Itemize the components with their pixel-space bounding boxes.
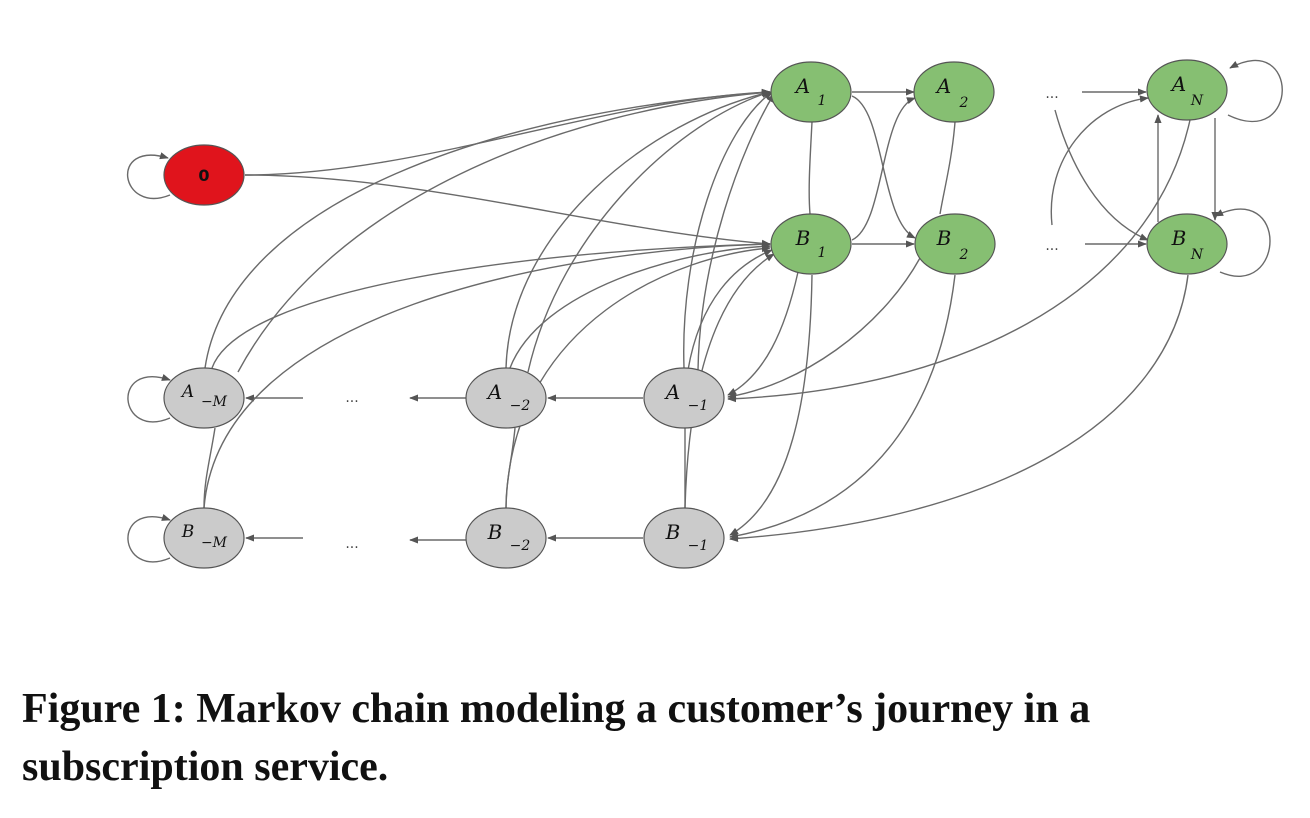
node-B2-shape	[914, 213, 996, 275]
edge-B-2-to-B1	[505, 245, 771, 509]
node-0-shape	[163, 144, 245, 206]
node-0-label: 0	[198, 166, 209, 185]
node-B2-sub: 2	[959, 247, 969, 263]
ellipsis-top-right: ...	[1045, 86, 1058, 102]
edge-B2-to-B-1	[729, 274, 956, 540]
edge-A-2-to-B-2	[505, 427, 516, 509]
edge-B2-to-A-1	[727, 257, 921, 400]
edge-B1-to-A-1	[727, 271, 799, 396]
ellipsis-mid-right: ...	[1045, 238, 1058, 254]
node-A-M-shape	[163, 367, 245, 429]
node-B1-sub: 1	[818, 245, 827, 261]
node-A1-sub: 1	[818, 93, 827, 109]
node-A-M: A −M	[163, 367, 245, 429]
node-B-1-main: B	[665, 520, 681, 544]
node-B2-main: B	[936, 226, 952, 250]
edge-A-2-to-B1	[509, 242, 771, 369]
node-B2: B 2	[914, 213, 996, 275]
edge-B-M-to-A1	[237, 89, 771, 373]
edge-dots-cross-to-AN	[1050, 95, 1149, 226]
edge-B-M-to-B1	[203, 240, 771, 509]
node-BN-shape	[1146, 213, 1228, 275]
node-B-2-shape	[465, 507, 547, 569]
node-B-2: B −2	[465, 507, 547, 569]
self-loop-A-M	[127, 374, 171, 423]
node-B-2-sub: −2	[510, 538, 531, 554]
self-loop-BN	[1214, 208, 1271, 277]
node-A-2: A −2	[465, 367, 547, 429]
nodes-layer: 0 A 1 A 2 A N B 1 B 2	[163, 59, 1228, 569]
node-B-M: B −M	[163, 507, 245, 569]
node-A2: A 2	[913, 61, 995, 123]
edge-A1-to-B1	[808, 121, 813, 215]
node-A2-sub: 2	[959, 95, 969, 111]
node-A-2-main: A	[486, 380, 502, 404]
node-A-M-main: A	[180, 382, 194, 402]
node-A-2-shape	[465, 367, 547, 429]
self-loop-B-M	[127, 514, 171, 563]
node-B1: B 1	[770, 213, 852, 275]
node-B-1: B −1	[643, 507, 725, 569]
node-AN-shape	[1146, 59, 1228, 121]
edge-B-2-to-A1	[527, 90, 771, 373]
node-AN-main: A	[1170, 72, 1186, 96]
edge-A-2-to-A1	[505, 90, 771, 369]
ellipsis-inactive-a: ...	[345, 390, 358, 406]
node-BN-sub: N	[1190, 247, 1204, 263]
edges-layer	[127, 59, 1283, 563]
edge-B-1-to-B1	[684, 253, 775, 509]
edge-A-1-to-A1	[683, 91, 773, 369]
ellipsis-layer: ... ... ... ...	[345, 86, 1058, 552]
node-B-2-main: B	[487, 520, 503, 544]
node-A1-main: A	[794, 74, 810, 98]
node-AN-sub: N	[1190, 93, 1204, 109]
edge-B1-to-B-1	[729, 274, 813, 536]
node-A-1-main: A	[664, 380, 680, 404]
node-A-1-sub: −1	[688, 398, 709, 414]
edge-A2-to-B2	[939, 121, 956, 215]
edge-dots-cross-to-BN	[1054, 109, 1149, 241]
self-loop-AN	[1227, 59, 1283, 123]
node-A-M-sub: −M	[201, 394, 228, 410]
edge-A-M-to-A1	[204, 88, 771, 369]
node-A-1-shape	[643, 367, 725, 429]
node-B1-main: B	[795, 226, 811, 250]
edge-0-to-B1	[244, 174, 771, 247]
edge-B-1-to-A1	[697, 93, 775, 371]
node-B-1-shape	[643, 507, 725, 569]
node-A1-shape	[770, 61, 852, 123]
edge-A-M-to-B1	[211, 240, 771, 369]
node-A-1: A −1	[643, 367, 725, 429]
edge-A-1-to-B1	[687, 249, 773, 371]
node-AN: A N	[1146, 59, 1228, 121]
node-A1: A 1	[770, 61, 852, 123]
node-B-M-sub: −M	[201, 535, 228, 551]
markov-chain-diagram: 0 A 1 A 2 A N B 1 B 2	[127, 59, 1283, 569]
edge-AN-to-A-1	[727, 119, 1191, 403]
node-A2-shape	[913, 61, 995, 123]
figure-caption: Figure 1: Markov chain modeling a custom…	[22, 686, 1091, 790]
node-B1-shape	[770, 213, 852, 275]
node-B-1-sub: −1	[688, 538, 709, 554]
node-BN: B N	[1146, 213, 1228, 275]
node-B-M-main: B	[181, 522, 195, 542]
ellipsis-inactive-b: ...	[345, 536, 358, 552]
node-B-M-shape	[163, 507, 245, 569]
node-A2-main: A	[935, 74, 951, 98]
self-loop-0	[127, 152, 171, 200]
node-A-2-sub: −2	[510, 398, 531, 414]
edge-B1-to-A2	[851, 97, 916, 241]
node-0: 0	[163, 144, 245, 206]
edge-BN-to-B-1	[729, 274, 1189, 543]
node-BN-main: B	[1171, 226, 1187, 250]
